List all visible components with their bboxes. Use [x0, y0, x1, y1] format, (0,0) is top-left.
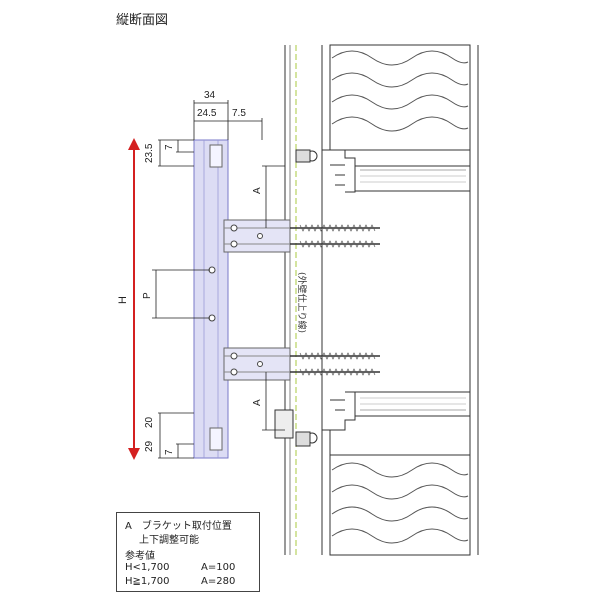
- legend-bracket-position: A ブラケット取付位置: [125, 521, 232, 532]
- lower-window-frame: [274, 391, 471, 447]
- dim-bottom-lower: 29: [144, 440, 155, 452]
- dim-top-small: 7: [164, 144, 175, 150]
- legend-h-lt: H<1,700: [125, 562, 170, 573]
- finish-line-label: (外壁仕上り線): [296, 272, 308, 333]
- dim-pitch-p: P: [142, 292, 153, 299]
- overall-height-arrow: [128, 138, 140, 460]
- insulation-top: [329, 44, 471, 151]
- dim-adjust-bottom: A: [252, 399, 263, 406]
- lower-bracket: [223, 347, 291, 381]
- dim-width-right: 7.5: [232, 108, 246, 119]
- legend-reference: 参考値: [125, 551, 155, 562]
- legend-box: A ブラケット取付位置 上下調整可能 参考値 H<1,700 A=100 H≧1…: [116, 512, 260, 592]
- legend-adjustable: 上下調整可能: [139, 535, 199, 546]
- dim-width-left: 24.5: [197, 108, 217, 119]
- dim-bottom-upper: 20: [144, 416, 155, 428]
- legend-h-ge: H≧1,700: [125, 576, 170, 587]
- legend-a-100: A=100: [201, 562, 236, 573]
- dim-top-offset: 23.5: [144, 143, 155, 163]
- drawing-title: 縦断面図: [116, 13, 169, 28]
- insulation-bottom: [329, 454, 471, 556]
- dimension-lines: [152, 100, 285, 459]
- screws: [290, 224, 380, 376]
- dim-bottom-small: 7: [164, 449, 175, 455]
- dim-overall-h: H: [117, 296, 129, 304]
- railing-bar: [193, 139, 229, 459]
- upper-bracket: [223, 219, 291, 253]
- dim-width-total: 34: [204, 90, 216, 101]
- dim-adjust-top: A: [252, 187, 263, 194]
- upper-window-frame: [295, 149, 471, 193]
- legend-a-280: A=280: [201, 576, 236, 587]
